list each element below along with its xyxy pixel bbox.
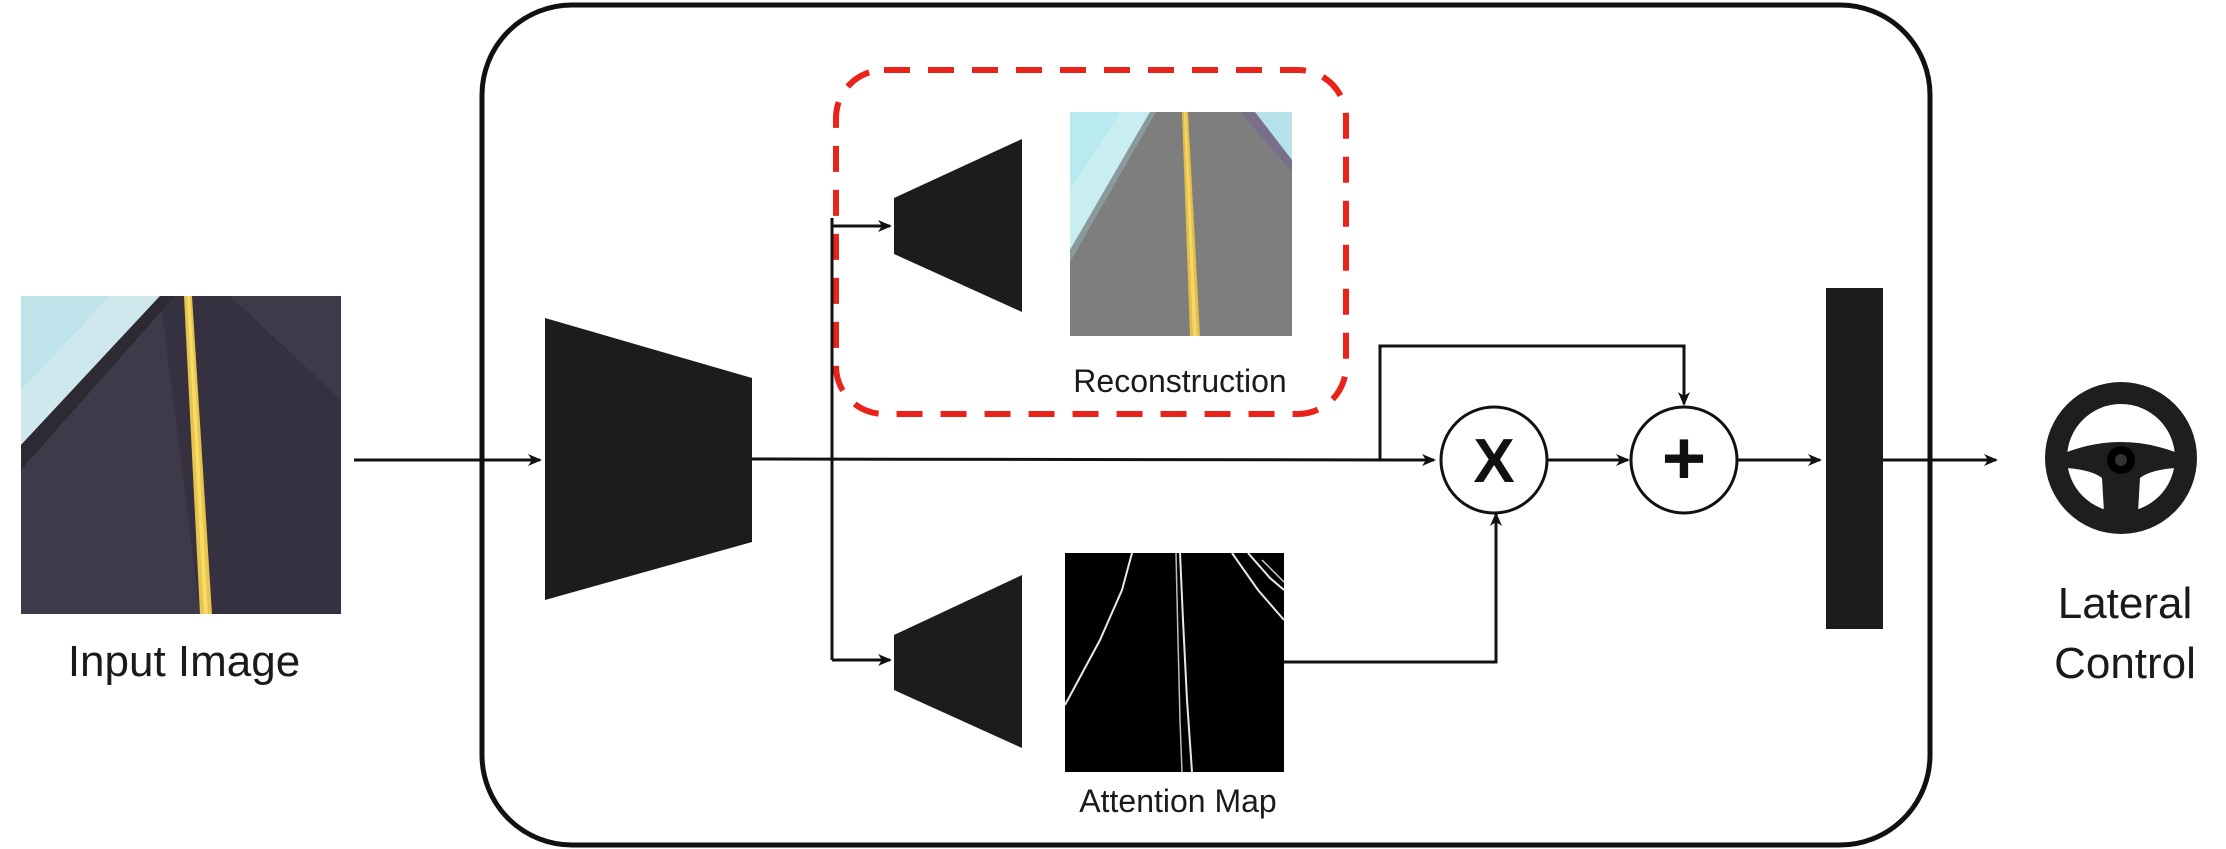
- attention-decoder: [894, 575, 1022, 748]
- steering-wheel-icon: [2045, 382, 2197, 534]
- reconstruction-highlight: [833, 67, 1349, 417]
- fully-connected-block: [1826, 288, 1883, 629]
- attention-map-label: Attention Map: [1079, 783, 1276, 819]
- attention-to-multiply-line: [1284, 512, 1502, 664]
- skip-connection: [1378, 344, 1690, 459]
- reconstruction-image: [1070, 112, 1292, 336]
- encoder-block: [545, 318, 752, 600]
- add-node: [1629, 405, 1739, 515]
- encoder-output-line: [751, 453, 1436, 466]
- reconstruction-decoder: [894, 139, 1022, 312]
- output-label-line1: Lateral: [2058, 579, 2193, 628]
- multiply-symbol: X: [1473, 427, 1514, 496]
- input-image: [21, 296, 341, 614]
- multiply-node: [1439, 405, 1549, 515]
- output-label-line2: Control: [2054, 639, 2196, 688]
- add-symbol: +: [1662, 416, 1706, 501]
- input-image-label: Input Image: [68, 637, 300, 686]
- model-container: [479, 2, 1933, 848]
- reconstruction-label: Reconstruction: [1073, 363, 1286, 399]
- attention-map-image: [1065, 553, 1284, 772]
